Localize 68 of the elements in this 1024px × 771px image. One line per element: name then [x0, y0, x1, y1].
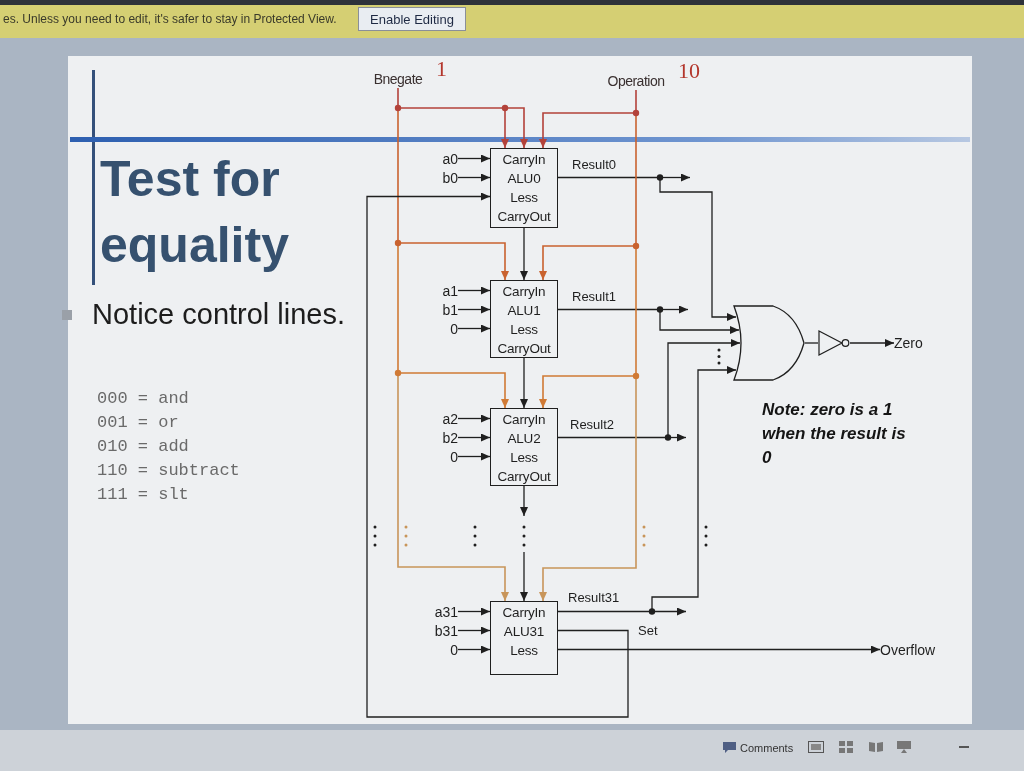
code-text: 111 = slt: [97, 484, 189, 506]
note-text: Note: zero is a 1 when the result is 0: [762, 399, 907, 469]
arrow: [457, 324, 491, 333]
block-label: ALU31: [503, 623, 545, 641]
arrow: [457, 452, 491, 461]
arrow: [457, 305, 491, 314]
value-label: 1: [436, 58, 447, 80]
code-text: 001 = or: [97, 412, 179, 434]
input-label: a1: [442, 281, 458, 300]
value-label: 10: [678, 60, 700, 82]
input-label: a2: [442, 409, 458, 428]
input-label: 0: [450, 640, 458, 659]
arrow: [457, 286, 491, 295]
port-label: CarryIn: [502, 151, 546, 169]
port-label: Less: [510, 642, 538, 660]
arrow: [457, 154, 491, 163]
input-label: a31: [434, 602, 458, 621]
arrow: [457, 173, 491, 182]
port-label: Less: [510, 449, 538, 467]
port-label: CarryOut: [497, 468, 551, 486]
arrow: [849, 339, 895, 347]
arrow: [457, 645, 491, 654]
arrow: [520, 227, 528, 281]
or-gate-symbol: [733, 305, 805, 381]
slide-title: Test for equality: [100, 150, 290, 275]
block-label: ALU1: [507, 302, 541, 320]
output-label: Overflow: [880, 640, 936, 659]
code-text: 010 = add: [97, 436, 189, 458]
arrow: [520, 357, 528, 409]
signal-label: Bnegate: [372, 70, 424, 88]
arrow: [457, 607, 491, 616]
input-label: 0: [450, 447, 458, 466]
arrow: [520, 485, 528, 517]
block-label: ALU0: [507, 170, 541, 188]
inverter-symbol: [818, 330, 850, 356]
notification-text: es. Unless you need to edit, it's safer to stay in Protected View.: [3, 12, 337, 27]
alu-block: [490, 148, 558, 228]
input-label: a0: [442, 149, 458, 168]
input-label: b0: [442, 168, 458, 187]
input-label: 0: [450, 319, 458, 338]
alu-block: [490, 408, 558, 486]
alu-block: [490, 280, 558, 358]
signal-label: Operation: [606, 72, 666, 90]
port-label: CarryOut: [497, 208, 551, 226]
arrow: [457, 433, 491, 442]
status-text: Comments: [740, 741, 794, 755]
bullet-text: Notice control lines.: [92, 297, 346, 332]
arrow: [457, 414, 491, 423]
block-label: ALU2: [507, 430, 541, 448]
input-label: b31: [434, 621, 458, 640]
alu-block: [490, 601, 558, 675]
arrow: [557, 645, 881, 654]
arrow: [520, 551, 528, 602]
input-label: b2: [442, 428, 458, 447]
port-label: CarryIn: [502, 283, 546, 301]
wire: [804, 342, 819, 344]
input-label: b1: [442, 300, 458, 319]
arrow: [366, 192, 629, 718]
port-label: Less: [510, 189, 538, 207]
code-text: 110 = subtract: [97, 460, 240, 482]
arrow: [457, 626, 491, 635]
port-label: CarryOut: [497, 340, 551, 358]
enable-editing-button: Enable Editing: [358, 7, 466, 31]
output-label: Zero: [894, 334, 923, 352]
port-label: CarryIn: [502, 604, 546, 622]
port-label: CarryIn: [502, 411, 546, 429]
port-label: Less: [510, 321, 538, 339]
code-text: 000 = and: [97, 388, 189, 410]
